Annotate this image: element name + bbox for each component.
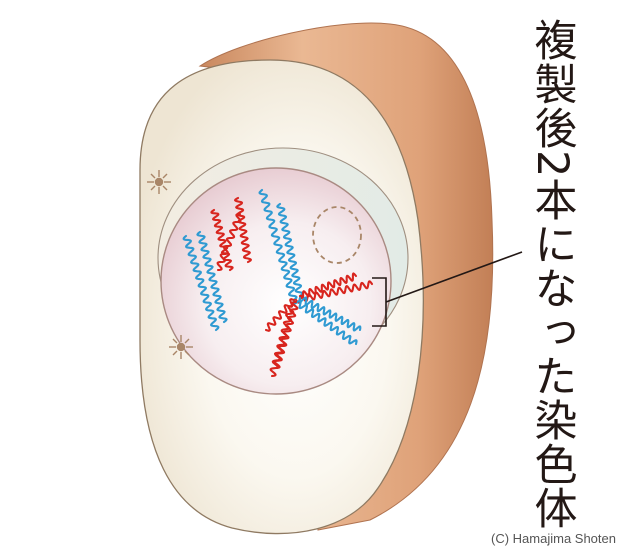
- red-chromatid-4: [216, 212, 242, 272]
- blue-chromatid-10: [298, 296, 362, 332]
- chromosomes: [182, 188, 374, 378]
- chromosome-label: 複製後2本になった染色体: [527, 18, 577, 531]
- nucleus: [160, 167, 392, 395]
- red-chromatid-8: [298, 272, 358, 300]
- red-chromatid-3: [234, 196, 252, 264]
- label-pointer-line: [385, 251, 523, 303]
- blue-chromatid-6: [276, 202, 304, 298]
- blue-chromatid-0: [182, 234, 220, 332]
- blue-chromatid-1: [196, 230, 228, 324]
- red-chromatid-13: [269, 304, 295, 378]
- centrosome-lower-icon: [169, 335, 193, 359]
- blue-chromatid-5: [258, 188, 298, 302]
- red-chromatid-2: [210, 208, 234, 272]
- centrosome-upper-icon: [147, 170, 171, 194]
- copyright-notice: (C) Hamajima Shoten: [491, 531, 616, 546]
- nucleolus: [312, 206, 362, 264]
